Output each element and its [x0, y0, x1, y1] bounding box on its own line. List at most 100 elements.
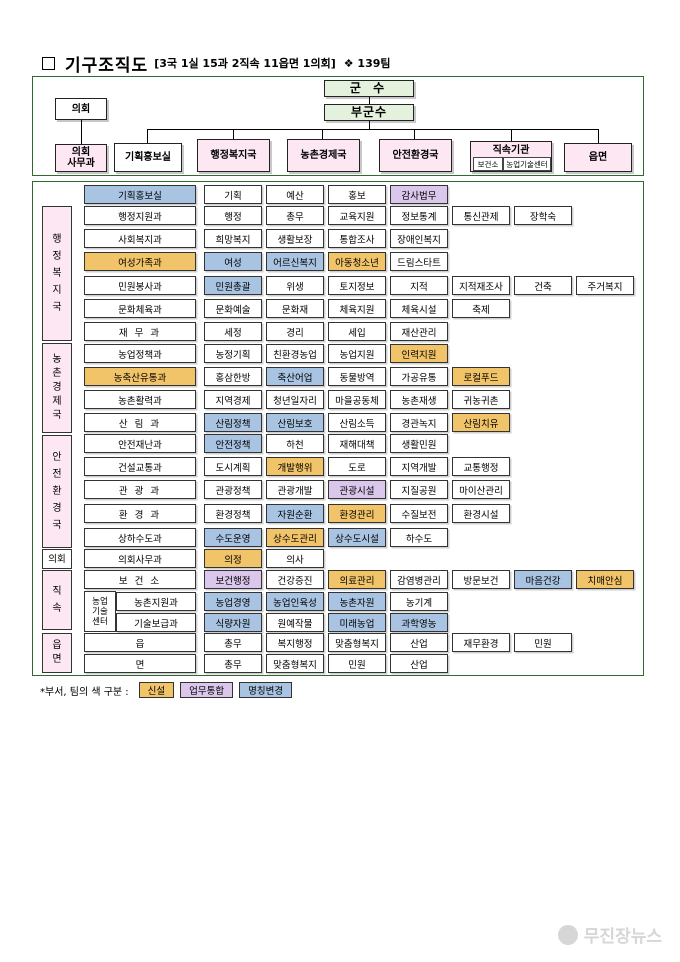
team-cell: 농촌자원 — [328, 592, 386, 611]
team-cell: 어르신복지 — [266, 252, 324, 271]
team-cell: 수도운영 — [204, 528, 262, 547]
team-cell: 안전정책 — [204, 434, 262, 453]
team-cell: 의정 — [204, 549, 262, 568]
team-cell: 생활보장 — [266, 229, 324, 248]
team-cell: 장학숙 — [514, 206, 572, 225]
dept-cell: 문화체육과 — [84, 299, 196, 318]
team-cell: 재무환경 — [452, 633, 510, 652]
team-cell: 관광정책 — [204, 480, 262, 499]
team-cell: 민원 — [514, 633, 572, 652]
dept-cell: 사회복지과 — [84, 229, 196, 248]
team-cell: 총무 — [266, 206, 324, 225]
governor-box: 군 수 — [324, 80, 414, 97]
team-cell: 축산어업 — [266, 367, 324, 386]
watermark: 무진장뉴스 — [557, 922, 662, 947]
watermark-logo-icon — [557, 924, 578, 945]
group-council-label: 의회 — [48, 553, 66, 565]
team-cell: 로컬푸드 — [452, 367, 510, 386]
title-main: 기구조직도 — [65, 55, 149, 76]
affiliated-label: 직속기관 — [492, 145, 530, 156]
team-cell: 토지정보 — [328, 276, 386, 295]
team-cell: 치매안심 — [576, 570, 634, 589]
affiliated-agri-center: 농업기술센터 — [503, 157, 551, 171]
team-cell: 건축 — [514, 276, 572, 295]
team-cell: 농기계 — [390, 592, 448, 611]
team-cell: 농업인육성 — [266, 592, 324, 611]
team-cell: 총무 — [204, 633, 262, 652]
dept-cell: 여성가족과 — [84, 252, 196, 271]
team-cell: 문화재 — [266, 299, 324, 318]
team-cell: 방문보건 — [452, 570, 510, 589]
team-cell: 하천 — [266, 434, 324, 453]
dept-cell: 농촌활력과 — [84, 390, 196, 409]
affiliated-health-center: 보건소 — [473, 157, 503, 171]
team-cell: 총무 — [204, 654, 262, 673]
team-cell: 축제 — [452, 299, 510, 318]
team-cell: 인력지원 — [390, 344, 448, 363]
team-cell: 산업 — [390, 654, 448, 673]
team-cell: 관광개발 — [266, 480, 324, 499]
team-cell: 예산 — [266, 185, 324, 204]
council-office-box: 의회 사무과 — [55, 144, 107, 172]
team-cell: 홍보 — [328, 185, 386, 204]
checkbox-square-icon — [42, 56, 55, 70]
team-cell: 통신관제 — [452, 206, 510, 225]
dept-cell: 행정지원과 — [84, 206, 196, 225]
team-cell: 자원순환 — [266, 504, 324, 523]
dept-cell: 농촌지원과 — [116, 592, 196, 611]
team-cell: 기획 — [204, 185, 262, 204]
dept-cell: 기획홍보실 — [84, 185, 196, 204]
main-table-frame — [32, 181, 644, 676]
team-cell: 수질보전 — [390, 504, 448, 523]
team-cell: 산업 — [390, 633, 448, 652]
title-teams: ❖ 139팀 — [343, 57, 391, 70]
dept-cell: 의회사무과 — [84, 549, 196, 568]
team-cell: 도로 — [328, 457, 386, 476]
group-rural-economy-label: 농 촌 경 제 국 — [52, 354, 62, 421]
team-cell: 가공유통 — [390, 367, 448, 386]
dept-eup-myeon: 읍면 — [564, 143, 632, 172]
team-cell: 귀농귀촌 — [452, 390, 510, 409]
team-cell: 환경시설 — [452, 504, 510, 523]
dept-cell: 환 경 과 — [84, 504, 196, 523]
group-eup-myeon-label: 읍 면 — [52, 640, 62, 665]
team-cell: 산림소득 — [328, 413, 386, 432]
team-cell: 과학영농 — [390, 613, 448, 632]
team-cell: 주거복지 — [576, 276, 634, 295]
group-eup-myeon: 읍 면 — [42, 633, 72, 673]
dept-cell: 보 건 소 — [84, 570, 196, 589]
team-cell: 행정 — [204, 206, 262, 225]
title-sub: [3국 1실 15과 2직속 11읍면 1의회] — [154, 57, 336, 70]
dept-cell: 안전재난과 — [84, 434, 196, 453]
team-cell: 의사 — [266, 549, 324, 568]
team-cell: 지역개발 — [390, 457, 448, 476]
dept-cell: 기술보급과 — [116, 613, 196, 632]
team-cell: 체육지원 — [328, 299, 386, 318]
legend-label: *부서, 팀의 색 구분 : — [40, 686, 129, 698]
team-cell: 상수도관리 — [266, 528, 324, 547]
team-cell: 감사법무 — [390, 185, 448, 204]
team-cell: 산림보호 — [266, 413, 324, 432]
group-safety-environment-label: 안 전 환 경 국 — [52, 452, 62, 531]
team-cell: 농업지원 — [328, 344, 386, 363]
team-cell: 체육시설 — [390, 299, 448, 318]
team-cell: 지적재조사 — [452, 276, 510, 295]
group-council: 의회 — [42, 549, 72, 569]
team-cell: 지적 — [390, 276, 448, 295]
group-agri-center-label: 농업 기술 센터 — [92, 596, 108, 627]
team-cell: 친환경농업 — [266, 344, 324, 363]
team-cell: 감염병관리 — [390, 570, 448, 589]
team-cell: 건강증진 — [266, 570, 324, 589]
dept-cell: 상하수도과 — [84, 528, 196, 547]
group-rural-economy: 농 촌 경 제 국 — [42, 343, 72, 433]
team-cell: 마을공동체 — [328, 390, 386, 409]
team-cell: 원예작물 — [266, 613, 324, 632]
dept-cell: 농업정책과 — [84, 344, 196, 363]
legend-renamed: 명칭변경 — [239, 682, 293, 698]
group-admin-welfare: 행 정 복 지 국 — [42, 206, 72, 341]
team-cell: 재해대책 — [328, 434, 386, 453]
page-title: 기구조직도 [3국 1실 15과 2직속 11읍면 1의회] ❖ 139팀 — [42, 50, 391, 76]
dept-cell: 건설교통과 — [84, 457, 196, 476]
top-org-frame — [32, 76, 644, 176]
dept-cell: 재 무 과 — [84, 322, 196, 341]
